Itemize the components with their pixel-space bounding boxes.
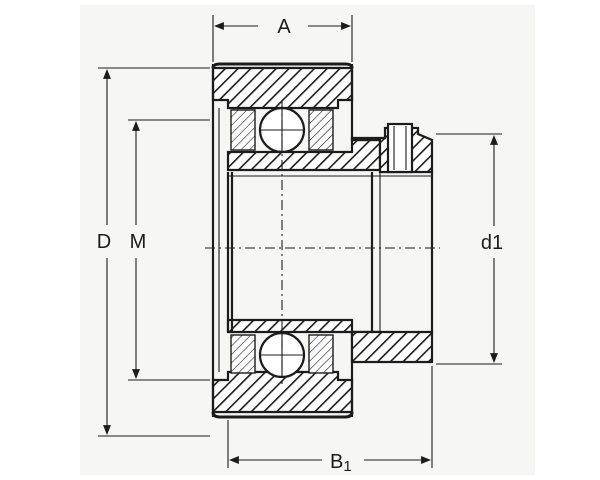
- dimension-M: [128, 119, 210, 381]
- cage-bottom: [230, 334, 334, 374]
- locking-collar-top: [350, 122, 434, 174]
- dimension-A: [212, 15, 353, 62]
- locking-collar-bottom: [350, 330, 434, 364]
- label-B1: B1: [330, 451, 352, 475]
- cage-top: [230, 109, 334, 151]
- label-A: A: [277, 16, 291, 38]
- label-D: D: [97, 231, 111, 253]
- label-d1: d1: [481, 232, 503, 254]
- label-B1-main: B: [330, 451, 343, 473]
- dimension-D: [98, 67, 210, 437]
- label-M: M: [130, 231, 147, 253]
- label-B1-sub: 1: [343, 458, 351, 475]
- set-screw: [386, 122, 414, 174]
- dimension-d1: [436, 133, 502, 365]
- bore: [226, 172, 434, 332]
- dimension-B1: [227, 366, 433, 468]
- outer-ring-bottom: [211, 370, 354, 419]
- center-lines: [205, 100, 440, 384]
